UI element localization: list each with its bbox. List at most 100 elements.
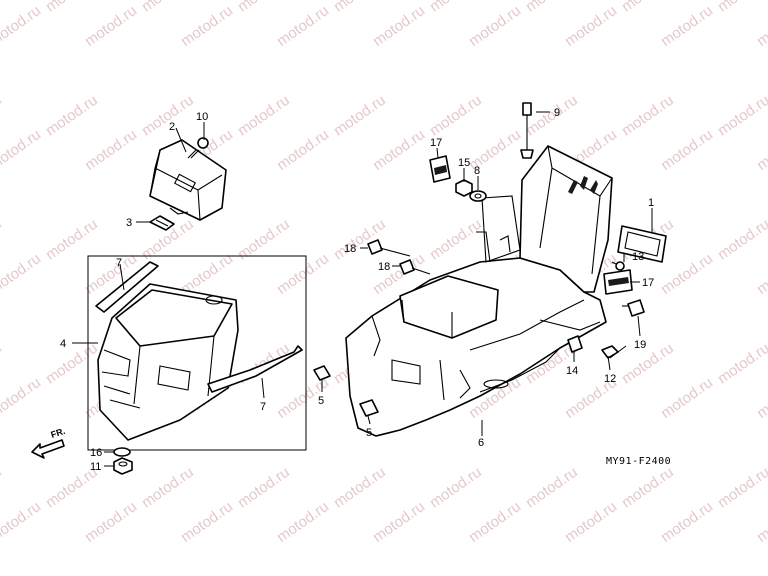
part-12-nut[interactable] <box>601 345 619 359</box>
watermark-text: motod.ru <box>138 92 196 140</box>
watermark-text: motod.ru <box>0 2 44 50</box>
watermark-text: motod.ru <box>618 92 676 140</box>
watermark-text: motod.ru <box>370 126 428 174</box>
watermark-text: motod.ru <box>330 92 388 140</box>
watermark-text: motod.ru <box>714 0 768 16</box>
watermark-text: motod.ru <box>330 0 388 16</box>
callout-7-upper: 7 <box>116 257 122 269</box>
watermark-text: motod.ru <box>466 2 524 50</box>
watermark-text: motod.ru <box>522 0 580 16</box>
part-14-clip[interactable] <box>567 335 583 353</box>
watermark-text: motod.ru <box>274 250 332 298</box>
watermark-text: motod.ru <box>178 2 236 50</box>
part-5-clip-lower[interactable] <box>359 399 379 417</box>
callout-1: 1 <box>648 197 654 209</box>
watermark-text: motod.ru <box>658 126 716 174</box>
watermark-text: motod.ru <box>754 2 768 50</box>
callout-5-upper: 5 <box>318 395 324 407</box>
callout-8: 8 <box>474 165 480 177</box>
part-4-frame <box>87 255 307 451</box>
part-15-nut[interactable] <box>455 179 473 197</box>
part-3-clip[interactable] <box>149 215 175 231</box>
callout-15: 15 <box>458 157 470 169</box>
watermark-text: motod.ru <box>178 498 236 546</box>
watermark-text: motod.ru <box>234 464 292 512</box>
watermark-text: motod.ru <box>714 216 768 264</box>
callout-6: 6 <box>478 437 484 449</box>
watermark-text: motod.ru <box>138 0 196 16</box>
part-4-box[interactable] <box>97 283 239 441</box>
part-13-screw[interactable] <box>611 261 625 271</box>
watermark-text: motod.ru <box>426 92 484 140</box>
callout-17-upper: 17 <box>430 137 442 149</box>
part-1-plate[interactable] <box>617 225 667 263</box>
part-2-cover[interactable] <box>149 139 227 221</box>
callout-17-lower: 17 <box>642 277 654 289</box>
watermark-text: motod.ru <box>138 464 196 512</box>
callout-11: 11 <box>90 461 101 473</box>
leader-lines <box>72 111 653 467</box>
watermark-text: motod.ru <box>466 498 524 546</box>
watermark-text: motod.ru <box>618 0 676 16</box>
callout-14: 14 <box>566 365 578 377</box>
part-5-clip-upper[interactable] <box>313 365 331 381</box>
callout-labels: 1 2 3 4 5 5 6 7 7 8 9 10 11 12 13 14 15 … <box>60 107 654 473</box>
watermark-text: motod.ru <box>274 2 332 50</box>
watermark-text: motod.ru <box>658 2 716 50</box>
part-9-screw[interactable] <box>520 102 534 159</box>
watermark-text: motod.ru <box>522 464 580 512</box>
watermark-text: motod.ru <box>82 126 140 174</box>
watermark-text: motod.ru <box>370 2 428 50</box>
direction-label: FR. <box>50 426 67 440</box>
watermark-text: motod.ru <box>754 374 768 422</box>
watermark-text: motod.ru <box>274 126 332 174</box>
part-11-nut[interactable] <box>113 457 133 475</box>
callout-19: 19 <box>634 339 646 351</box>
front-direction-arrow: FR. <box>31 426 67 459</box>
watermark-text: motod.ru <box>562 498 620 546</box>
watermark-text: motod.ru <box>42 0 100 16</box>
watermark-text: motod.ru <box>426 216 484 264</box>
part-16-grommet[interactable] <box>113 447 131 457</box>
watermark-text: motod.ru <box>618 340 676 388</box>
watermark-text: motod.ru <box>618 464 676 512</box>
part-17-grommet-upper[interactable] <box>429 155 451 183</box>
part-10-bolt[interactable] <box>187 137 209 159</box>
part-6-rear-fender[interactable] <box>345 145 613 437</box>
watermark-text: motod.ru <box>658 374 716 422</box>
part-17-grommet-lower[interactable] <box>603 269 633 295</box>
watermark-text: motod.ru <box>330 464 388 512</box>
part-19-bolt[interactable] <box>622 299 645 317</box>
watermark-text: motod.ru <box>82 498 140 546</box>
callout-3: 3 <box>126 217 132 229</box>
watermark-text: motod.ru <box>0 340 5 388</box>
part-7-strap-lower[interactable] <box>207 345 303 393</box>
callout-5-lower: 5 <box>366 427 372 439</box>
callout-12: 12 <box>604 373 616 385</box>
watermark-text: motod.ru <box>82 250 140 298</box>
watermark-text: motod.ru <box>0 92 5 140</box>
part-18-bolt-lower[interactable] <box>399 259 431 275</box>
part-7-strap-upper[interactable] <box>95 261 159 313</box>
callout-9: 9 <box>554 107 560 119</box>
watermark-text: motod.ru <box>82 2 140 50</box>
callout-18-upper: 18 <box>344 243 356 255</box>
part-8-collar[interactable] <box>469 190 487 202</box>
watermark-text: motod.ru <box>0 216 5 264</box>
watermark-text: motod.ru <box>42 92 100 140</box>
callout-18-lower: 18 <box>378 261 390 273</box>
callout-13: 13 <box>632 251 644 263</box>
callout-2: 2 <box>169 121 175 133</box>
watermark-text: motod.ru <box>658 250 716 298</box>
watermark-text: motod.ru <box>714 92 768 140</box>
watermark-text: motod.ru <box>0 498 44 546</box>
watermark-text: motod.ru <box>0 464 5 512</box>
watermark-text: motod.ru <box>234 0 292 16</box>
watermark-text: motod.ru <box>754 126 768 174</box>
watermark-text: motod.ru <box>274 498 332 546</box>
watermark-text: motod.ru <box>426 0 484 16</box>
callout-10: 10 <box>196 111 208 123</box>
part-18-bolt-upper[interactable] <box>367 239 411 257</box>
watermark-text: motod.ru <box>426 464 484 512</box>
